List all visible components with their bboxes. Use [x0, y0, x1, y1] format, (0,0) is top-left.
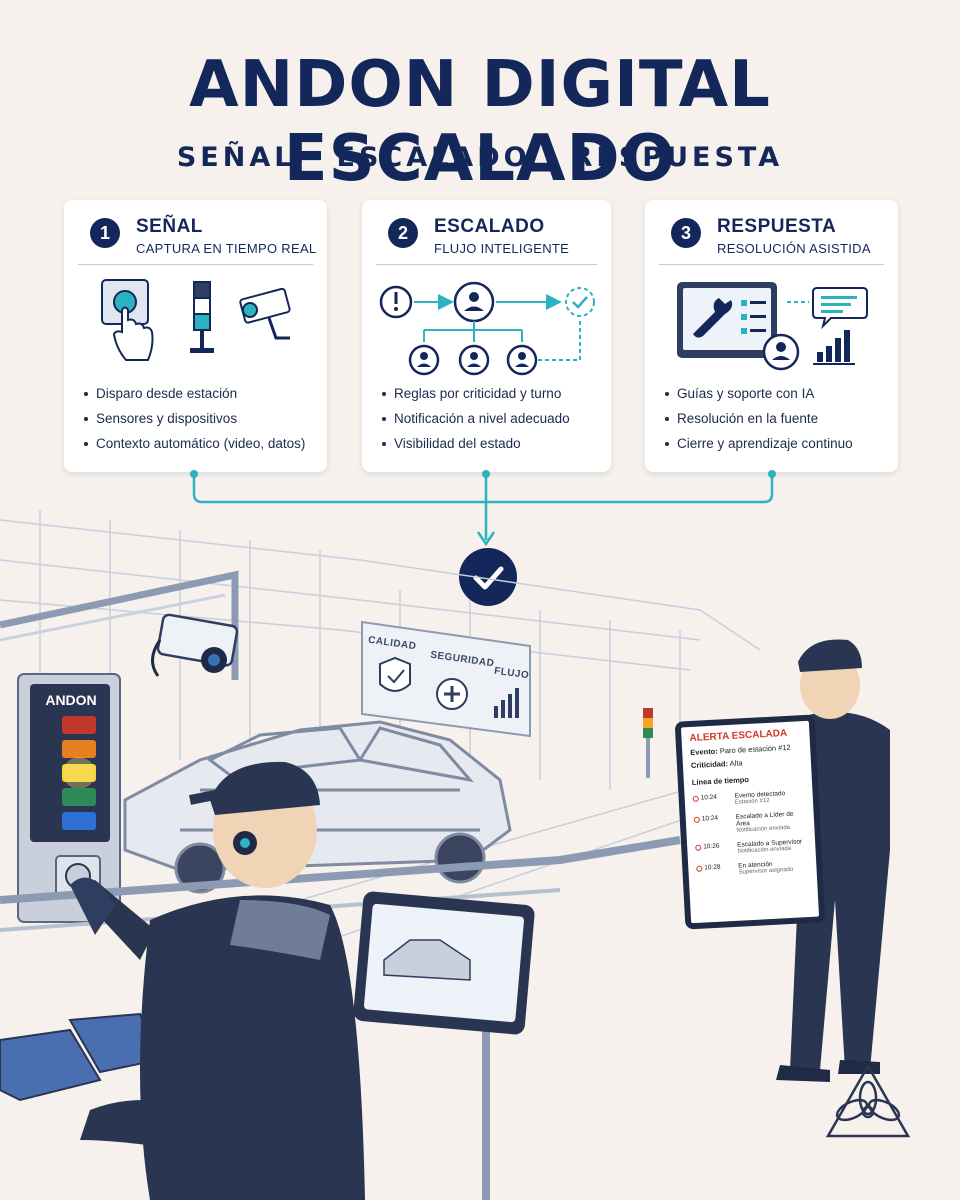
- list-item: Visibilidad del estado: [382, 436, 601, 451]
- event-label: Evento:: [690, 746, 718, 758]
- check-icon: [565, 287, 595, 317]
- card-title: RESPUESTA: [717, 216, 837, 237]
- timeline-dot: [696, 865, 703, 872]
- list-item: Notificación a nivel adecuado: [382, 411, 601, 426]
- factory-background: [0, 510, 761, 941]
- divider: [376, 264, 597, 265]
- check-icon: [459, 548, 517, 606]
- operator-worker: [70, 761, 365, 1200]
- divider: [659, 264, 884, 265]
- timeline-dot: [695, 844, 702, 851]
- timeline-item: 10:26 Escalado a Supervisor Notificación…: [695, 838, 808, 857]
- alert-icon: [379, 285, 413, 319]
- brand-logo: [825, 1063, 911, 1138]
- card-title: SEÑAL: [136, 216, 203, 237]
- alert-title: ALERTA ESCALADA: [689, 727, 788, 745]
- kpi-signboard: [361, 620, 531, 738]
- card-subtitle: FLUJO INTELIGENTE: [434, 241, 570, 256]
- divider: [78, 264, 313, 265]
- tablet-stand: [353, 891, 535, 1200]
- chat-icon: [812, 287, 868, 330]
- timeline-item: 10:24 Evento detectado Estación #12: [692, 789, 806, 808]
- timeline-item: 10:28 En atención Supervisor asignado: [696, 859, 809, 878]
- timeline-item: 10:24 Escalado a Líder de Área Notificac…: [693, 810, 807, 836]
- camera-icon: [239, 287, 291, 340]
- step-number: 2: [388, 218, 418, 248]
- alert-criticality: Criticidad: Alta: [691, 755, 803, 770]
- step-number: 1: [90, 218, 120, 248]
- criticality-value: Alta: [729, 758, 743, 768]
- andon-label: ANDON: [45, 692, 97, 708]
- list-item: Contexto automático (video, datos): [84, 436, 317, 451]
- list-item: Sensores y dispositivos: [84, 411, 317, 426]
- page-subtitle: SEÑAL · ESCALADO · RESPUESTA: [176, 142, 784, 173]
- stack-light-icon: [643, 708, 653, 778]
- card-signal: 1 SEÑAL CAPTURA EN TIEMPO REAL: [64, 200, 327, 472]
- stack-light-icon: [190, 281, 214, 353]
- wrench-monitor-icon: [677, 282, 777, 358]
- parts-bin: [0, 1012, 160, 1102]
- camera-icon: [151, 613, 239, 677]
- flow-connector: [190, 470, 776, 547]
- card-title: ESCALADO: [434, 216, 545, 237]
- event-value: Paro de estación #12: [719, 742, 791, 756]
- escalation-alert-tablet: ALERTA ESCALADA Evento: Paro de estación…: [674, 714, 826, 930]
- timeline-time: 10:26: [703, 842, 720, 851]
- timeline-time: 10:24: [701, 814, 719, 823]
- timeline-dot: [693, 816, 700, 823]
- alert-event: Evento: Paro de estación #12: [690, 742, 802, 757]
- timeline-time: 10:24: [700, 793, 718, 802]
- user-icon: [408, 344, 440, 376]
- list-item: Disparo desde estación: [84, 386, 317, 401]
- timeline-dot: [692, 795, 699, 802]
- user-icon: [762, 333, 800, 371]
- factory-illustration: [0, 510, 911, 1200]
- list-item: Reglas por criticidad y turno: [382, 386, 601, 401]
- criticality-label: Criticidad:: [690, 759, 729, 771]
- user-icon: [453, 281, 495, 323]
- card-response: 3 RESPUESTA RESOLUCIÓN ASISTIDA: [645, 200, 898, 472]
- card-subtitle: RESOLUCIÓN ASISTIDA: [717, 241, 871, 256]
- list-item: Resolución en la fuente: [665, 411, 888, 426]
- step-number: 3: [671, 218, 701, 248]
- card-escalation: 2 ESCALADO FLUJO INTELIGENTE: [362, 200, 611, 472]
- user-icon: [458, 344, 490, 376]
- page-title: ANDON DIGITAL ESCALADO: [189, 48, 771, 196]
- timeline-time: 10:28: [704, 863, 721, 872]
- andon-panel: [17, 673, 121, 923]
- list-item: Guías y soporte con IA: [665, 386, 888, 401]
- bar-chart-icon: [813, 330, 855, 365]
- push-button-icon: [101, 279, 154, 361]
- list-item: Cierre y aprendizaje continuo: [665, 436, 888, 451]
- timeline-heading: Línea de tiempo: [691, 775, 750, 787]
- user-icon: [506, 344, 538, 376]
- card-subtitle: CAPTURA EN TIEMPO REAL: [136, 241, 317, 256]
